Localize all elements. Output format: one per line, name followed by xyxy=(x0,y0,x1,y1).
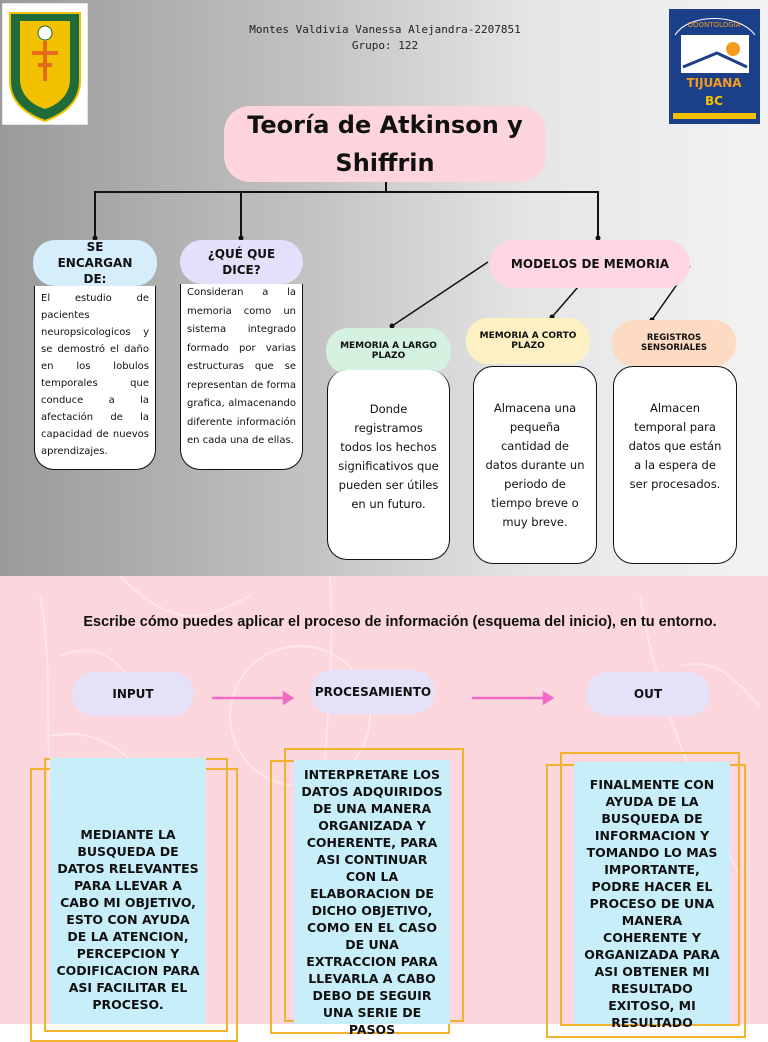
node-sensoriales-text-content: Almacen temporal para datos que están a … xyxy=(628,401,722,491)
node-largo-plazo-label: MEMORIA A LARGO PLAZO xyxy=(326,328,451,374)
diagram-title: Teoría de Atkinson y Shiffrin xyxy=(224,106,546,182)
node-que-dice-text: Consideran a la memoria como un sistema … xyxy=(180,284,303,470)
node-se-encargan-text: El estudio de pacientes neuropsicologico… xyxy=(34,286,156,470)
node-largo-plazo-text: Donde registramos todos los hechos signi… xyxy=(327,370,450,560)
connector xyxy=(597,191,599,239)
right-logo-city-text: TIJUANA xyxy=(686,76,742,90)
node-sensoriales-text: Almacen temporal para datos que están a … xyxy=(613,366,737,564)
connector xyxy=(94,191,96,239)
faculty-logo: ODONTOLOGIA TIJUANA BC xyxy=(669,9,760,124)
node-corto-plazo-text-content: Almacena una pequeña cantidad de datos d… xyxy=(485,401,585,529)
right-logo-bc-text: BC xyxy=(705,94,723,108)
node-que-dice-label: ¿QUÉ QUE DICE? xyxy=(180,240,303,284)
step-input: INPUT xyxy=(72,672,194,716)
node-se-encargan-label: SE ENCARGAN DE: xyxy=(33,240,157,286)
step-procesamiento: PROCESAMIENTO xyxy=(311,670,435,714)
connector xyxy=(240,191,242,239)
connector xyxy=(385,182,387,192)
node-corto-plazo-label: MEMORIA A CORTO PLAZO xyxy=(466,318,590,364)
node-modelos-label: MODELOS DE MEMORIA xyxy=(490,240,690,288)
university-logo xyxy=(2,3,88,125)
connector xyxy=(94,191,598,193)
group-line: Grupo: 122 xyxy=(351,39,419,52)
author-line: Montes Valdivia Vanessa Alejandra-220785… xyxy=(249,23,521,36)
step-out: OUT xyxy=(586,672,710,716)
node-corto-plazo-text: Almacena una pequeña cantidad de datos d… xyxy=(473,366,597,564)
right-logo-top-text: ODONTOLOGIA xyxy=(688,21,741,29)
processing-card: INTERPRETARE LOS DATOS ADQUIRIDOS DE UNA… xyxy=(294,760,450,1037)
author-info: Montes Valdivia Vanessa Alejandra-220785… xyxy=(170,22,600,54)
output-card: FINALMENTE CON AYUDA DE LA BUSQUEDA DE I… xyxy=(574,762,730,1030)
application-question: Escribe cómo puedes aplicar el proceso d… xyxy=(83,614,717,630)
input-card: MEDIANTE LA BUSQUEDA DE DATOS RELEVANTES… xyxy=(50,758,206,1024)
node-largo-plazo-text-content: Donde registramos todos los hechos signi… xyxy=(338,402,439,511)
node-sensoriales-label: REGISTROS SENSORIALES xyxy=(612,320,736,366)
